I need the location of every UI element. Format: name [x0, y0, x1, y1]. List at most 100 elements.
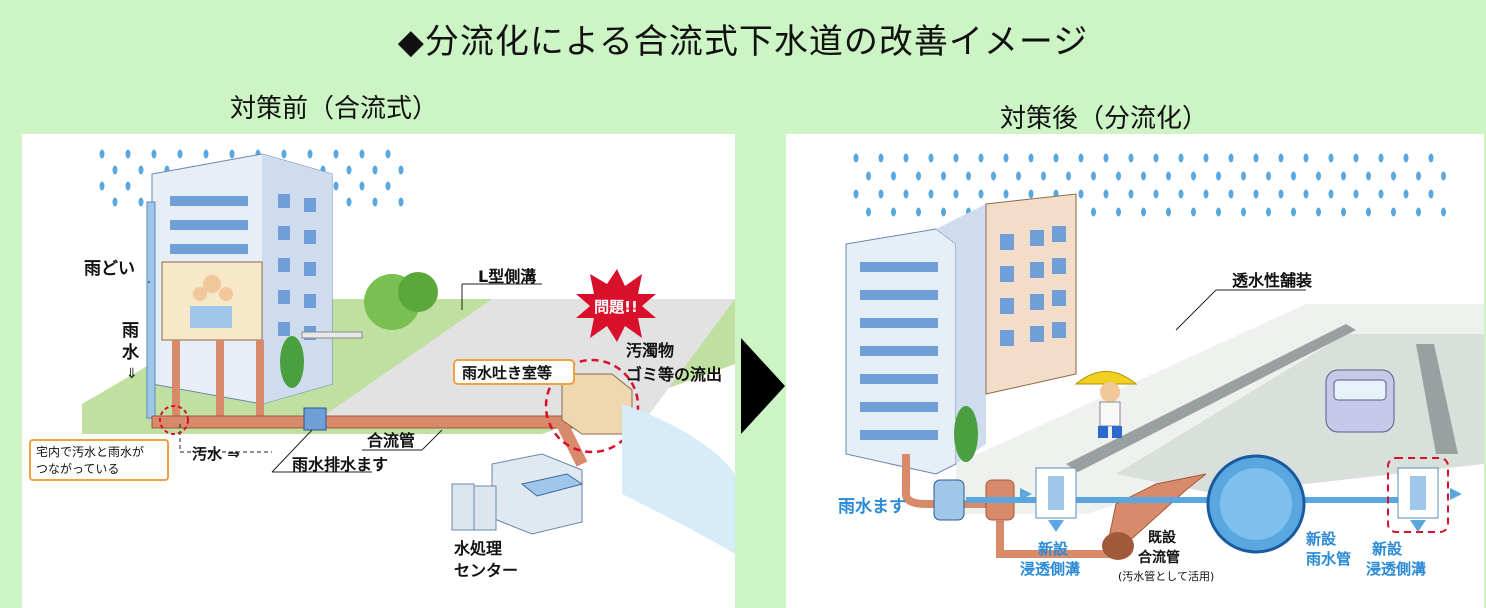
raindrop: [953, 189, 959, 199]
raindrop: [1378, 189, 1384, 199]
raindrop: [1003, 153, 1009, 163]
raindrop: [1203, 153, 1209, 163]
sewer-branch: [996, 520, 1116, 558]
raindrop: [1303, 153, 1309, 163]
raindrop: [1216, 171, 1221, 181]
overflow-chamber-label: 雨水吐き室等: [462, 364, 552, 382]
raindrop: [1266, 207, 1271, 217]
raindrop: [1028, 189, 1034, 199]
problem-label: 問題!!: [594, 298, 638, 316]
raindrop: [928, 153, 934, 163]
raindrop: [359, 149, 365, 159]
raindrop: [1141, 207, 1146, 217]
raindrop: [1191, 171, 1196, 181]
transition-arrow-icon: [741, 338, 785, 434]
raindrop: [1391, 171, 1396, 181]
house-pipes: [172, 340, 264, 420]
raindrop: [1416, 207, 1421, 217]
raindrop: [1316, 171, 1321, 181]
raindrop: [1278, 189, 1284, 199]
raindrop: [1091, 171, 1096, 181]
raindrop: [138, 165, 144, 175]
raindrop: [1353, 189, 1359, 199]
house-pipe: [902, 454, 986, 508]
raindrop: [878, 153, 884, 163]
raindrop: [333, 149, 339, 159]
downspout-label: 雨どい: [84, 259, 135, 279]
existing-pipe-label-2: 合流管: [1138, 549, 1180, 566]
after-diagram: 透水性舗装 雨水ます 新設 浸透側溝 既設 合流管 (汚水管として活用) 新設 …: [838, 153, 1484, 583]
raindrop: [1341, 207, 1346, 217]
before-diagram: 問題!! 雨どい 雨 水 ⇓ L型側溝 雨水吐き室等 汚濁物 ゴミ等の流出 合流…: [29, 149, 735, 580]
raindrop: [941, 171, 946, 181]
raindrop: [916, 171, 921, 181]
raindrop: [281, 149, 287, 159]
raindrop: [1291, 207, 1296, 217]
raindrop: [203, 149, 209, 159]
before-illustration: 問題!! 雨どい 雨 水 ⇓ L型側溝 雨水吐き室等 汚濁物 ゴミ等の流出 合流…: [22, 134, 735, 608]
raindrop: [1428, 153, 1434, 163]
raindrop: [177, 149, 183, 159]
permeable-pavement-label: 透水性舗装: [1232, 271, 1312, 290]
child-body: [1099, 401, 1121, 427]
new-pipe-label-2: 雨水管: [1306, 550, 1351, 568]
raindrop: [1128, 153, 1134, 163]
raindrop: [1253, 189, 1259, 199]
room-interior: [161, 261, 263, 341]
raindrop: [891, 171, 896, 181]
shelter: [301, 331, 363, 339]
raindrop: [1441, 171, 1446, 181]
house-note-callout: [29, 439, 169, 481]
person-icon: [219, 287, 233, 301]
raindrop: [1003, 189, 1009, 199]
tree-icon: [398, 272, 438, 312]
raindrop: [372, 165, 378, 175]
raindrop: [398, 165, 404, 175]
raindrop: [359, 181, 365, 191]
raindrop: [1416, 171, 1421, 181]
tree-icon: [954, 406, 978, 462]
house-note-1: 宅内で汚水と雨水が: [36, 444, 144, 459]
raindrop: [1141, 171, 1146, 181]
raindrop: [229, 149, 235, 159]
raindrop: [346, 197, 352, 207]
raindrop: [1178, 153, 1184, 163]
raindrop: [346, 165, 352, 175]
raindrop: [1253, 153, 1259, 163]
car-windshield: [1333, 379, 1387, 401]
curb: [1066, 324, 1356, 472]
raindrop: [1266, 171, 1271, 181]
existing-pipe-end: [1102, 532, 1134, 560]
raindrop: [99, 149, 105, 159]
raindrop: [1191, 207, 1196, 217]
raindrop: [1278, 153, 1284, 163]
new-trench-left-label-2: 浸透側溝: [1020, 560, 1080, 578]
raindrop: [1053, 153, 1059, 163]
bathtub: [190, 306, 232, 328]
new-pipe-label-1: 新設: [1306, 530, 1337, 548]
raindrop: [1028, 153, 1034, 163]
raindrop: [112, 197, 118, 207]
raindrop: [385, 149, 391, 159]
raindrop: [1166, 171, 1171, 181]
raindrop: [903, 153, 909, 163]
after-heading: 対策後（分流化）: [1000, 104, 1209, 134]
raindrop: [1316, 207, 1321, 217]
rain-icon: [853, 153, 1446, 217]
raindrop: [372, 197, 378, 207]
raindrop: [1103, 153, 1109, 163]
existing-pipe-label-3: (汚水管として活用): [1118, 569, 1214, 583]
raindrop: [1153, 189, 1159, 199]
house-note-2: つながっている: [36, 461, 119, 476]
raindrop: [891, 207, 896, 217]
raindrop: [1441, 207, 1446, 217]
raindrop: [866, 171, 871, 181]
rain-basin: [933, 479, 965, 521]
downspout: [146, 201, 156, 419]
pollutant-label-1: 汚濁物: [626, 341, 674, 360]
raindrop: [1066, 171, 1071, 181]
problem-burst: [576, 269, 656, 342]
umbrella-icon: [1074, 371, 1138, 385]
raindrop: [966, 171, 971, 181]
raindrop: [1241, 171, 1246, 181]
